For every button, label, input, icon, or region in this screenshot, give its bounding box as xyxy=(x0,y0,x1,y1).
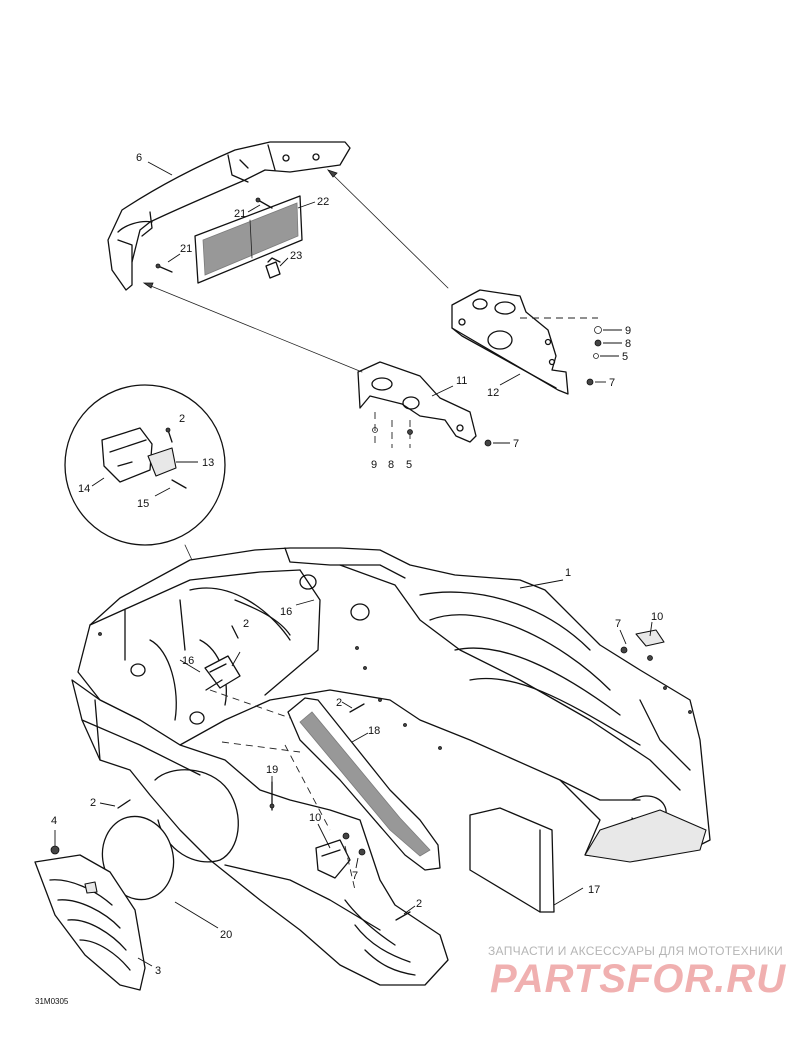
assembly-arrows xyxy=(142,169,449,373)
callout-21: 21 xyxy=(234,208,246,220)
callout-15: 15 xyxy=(137,498,149,510)
screws-2-19 xyxy=(117,625,411,921)
callout-18: 18 xyxy=(368,725,380,737)
callout-9: 9 xyxy=(625,325,631,337)
callout-7: 7 xyxy=(615,618,621,630)
callout-8: 8 xyxy=(625,338,631,350)
callout-4: 4 xyxy=(51,815,57,827)
callout-23: 23 xyxy=(290,250,302,262)
callout-7: 7 xyxy=(513,438,519,450)
fasteners-11 xyxy=(372,412,510,448)
callout-10: 10 xyxy=(309,812,321,824)
callout-10: 10 xyxy=(651,611,663,623)
callout-21: 21 xyxy=(180,243,192,255)
callout-17: 17 xyxy=(588,884,600,896)
callout-3: 3 xyxy=(155,965,161,977)
part-4-nut xyxy=(50,845,60,855)
callout-22: 22 xyxy=(317,196,329,208)
part-18-channel xyxy=(287,697,441,871)
callout-7: 7 xyxy=(352,870,358,882)
part-22-grille xyxy=(194,195,303,284)
leader-lines xyxy=(54,161,653,967)
lower-shell xyxy=(71,679,449,986)
part-1-body xyxy=(77,547,711,863)
callout-16: 16 xyxy=(280,606,292,618)
part-16-latches xyxy=(204,655,241,689)
part-21-screws xyxy=(155,197,273,273)
callout-8: 8 xyxy=(388,459,394,471)
watermark-tagline: ЗАПЧАСТИ И АКСЕССУАРЫ ДЛЯ МОТОТЕХНИКИ xyxy=(488,944,784,958)
callout-5: 5 xyxy=(406,459,412,471)
callout-6: 6 xyxy=(136,152,142,164)
callout-2: 2 xyxy=(179,413,185,425)
diagram-code: 31M0305 xyxy=(35,997,69,1006)
callout-7: 7 xyxy=(609,377,615,389)
watermark-brand: PARTSFOR.RU xyxy=(490,957,787,1001)
watermark: ЗАПЧАСТИ И АКСЕССУАРЫ ДЛЯ МОТОТЕХНИКИ PA… xyxy=(488,944,788,1000)
part-11-bracket xyxy=(357,361,477,443)
callout-2: 2 xyxy=(243,618,249,630)
callout-2: 2 xyxy=(90,797,96,809)
part-10-clip-right xyxy=(620,629,665,661)
alignment-lines xyxy=(209,689,356,891)
detail-magnifier xyxy=(64,384,231,643)
fasteners-12 xyxy=(520,317,622,386)
part-6-bumper xyxy=(107,141,351,291)
part-20-disc xyxy=(101,815,175,901)
callout-19: 19 xyxy=(266,764,278,776)
callout-numbers: 6 21 22 21 23 9 8 5 11 7 12 7 9 8 5 2 13… xyxy=(35,152,663,1006)
callout-11: 11 xyxy=(456,375,467,387)
part-12-bracket xyxy=(451,289,569,395)
callout-12: 12 xyxy=(487,387,499,399)
callout-2: 2 xyxy=(336,697,342,709)
callout-5: 5 xyxy=(622,351,628,363)
callout-14: 14 xyxy=(78,483,90,495)
callout-20: 20 xyxy=(220,929,232,941)
callout-13: 13 xyxy=(202,457,214,469)
part-23-clip xyxy=(265,257,281,279)
callout-16: 16 xyxy=(182,655,194,667)
callout-1: 1 xyxy=(565,567,571,579)
part-3-panel xyxy=(34,854,146,991)
part-10-clip xyxy=(315,832,366,879)
callout-2: 2 xyxy=(416,898,422,910)
part-17-pad xyxy=(469,807,555,913)
callout-9: 9 xyxy=(371,459,377,471)
